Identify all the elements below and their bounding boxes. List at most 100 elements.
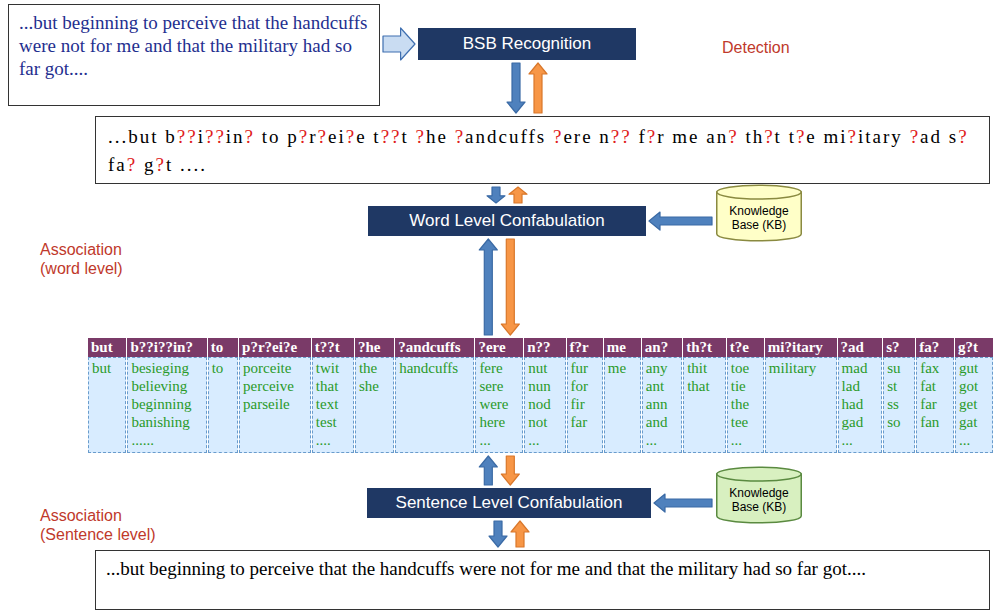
process-box: BSB Recognition xyxy=(418,28,636,60)
node-text: Knowledge Base (KB) xyxy=(721,204,797,233)
block-arrow xyxy=(501,456,519,485)
column-header: ?ere xyxy=(475,338,523,357)
candidate-word: twit xyxy=(316,359,350,377)
candidate-list: sustssso xyxy=(883,357,915,453)
candidate-list: thitthat xyxy=(683,357,726,453)
stage-label: Detection xyxy=(722,38,842,57)
candidate-column: p?r?ei?eporceiteperceiveparseile xyxy=(239,338,311,453)
column-header: mi?itary xyxy=(765,338,837,357)
candidate-word: ss xyxy=(887,395,911,413)
column-header: an? xyxy=(642,338,682,357)
candidate-word: ... xyxy=(479,431,519,449)
column-header: b??i??in? xyxy=(127,338,206,357)
column-header: t??t xyxy=(312,338,354,357)
candidate-word: mad xyxy=(842,359,879,377)
candidate-word: fat xyxy=(920,377,950,395)
block-arrow xyxy=(507,63,525,113)
candidate-list: but xyxy=(88,357,126,453)
node-text: Word Level Confabulation xyxy=(409,211,604,231)
candidate-word: had xyxy=(842,395,879,413)
candidate-word: the xyxy=(731,395,760,413)
candidate-word: sere xyxy=(479,377,519,395)
block-arrow xyxy=(489,521,507,547)
candidate-word: st xyxy=(887,377,911,395)
candidate-list: toetiethetee... xyxy=(727,357,764,453)
candidate-column: th?tthitthat xyxy=(683,338,726,453)
candidate-word: fere xyxy=(479,359,519,377)
block-arrow xyxy=(383,28,415,60)
candidate-column: b??i??in?besiegingbelievingbeginningbani… xyxy=(127,338,206,453)
column-header: th?t xyxy=(683,338,726,357)
candidate-word: ... xyxy=(646,431,678,449)
candidate-column: ?andcuffs handcuffs xyxy=(395,338,474,453)
candidate-word: and xyxy=(646,413,678,431)
candidate-word: that xyxy=(687,377,722,395)
candidate-word: text xyxy=(316,395,350,413)
candidate-column: toto xyxy=(208,338,238,453)
output-text-box: ...but beginning to perceive that the ha… xyxy=(95,550,990,610)
candidate-word: porceite xyxy=(243,359,307,377)
recognized-text-box: ...but b??i??in? to p?r?ei?e t??t ?he ?a… xyxy=(95,116,990,184)
candidate-word: ... xyxy=(528,431,561,449)
block-arrow xyxy=(487,187,505,203)
candidate-word: military xyxy=(769,359,833,377)
process-box: Sentence Level Confabulation xyxy=(367,488,651,518)
candidate-word: .... xyxy=(316,431,350,449)
candidate-word: the xyxy=(359,359,390,377)
candidate-word: besieging xyxy=(131,359,202,377)
candidate-list: faxfatfarfan xyxy=(916,357,954,453)
candidate-column: ?hetheshe xyxy=(355,338,394,453)
candidate-word: fur xyxy=(571,359,599,377)
candidate-word: parseile xyxy=(243,395,307,413)
block-arrow xyxy=(479,456,497,485)
candidate-word: banishing xyxy=(131,413,202,431)
candidate-word: ... xyxy=(842,431,879,449)
block-arrow xyxy=(509,187,527,203)
column-header: ?andcuffs xyxy=(395,338,474,357)
column-header: fa? xyxy=(916,338,954,357)
candidate-word: ...... xyxy=(131,431,202,449)
candidate-word: get xyxy=(959,395,989,413)
candidate-word: gut xyxy=(959,359,989,377)
candidate-list: madladhadgad... xyxy=(838,357,883,453)
block-arrow xyxy=(501,239,519,335)
candidate-word: tee xyxy=(731,413,760,431)
column-header: n?? xyxy=(524,338,565,357)
candidate-word: fir xyxy=(571,395,599,413)
candidate-column: t??ttwitthattexttest.... xyxy=(312,338,354,453)
candidate-list: handcuffs xyxy=(395,357,474,453)
candidate-word: gat xyxy=(959,413,989,431)
knowledge-base-cylinder: Knowledge Base (KB) xyxy=(715,184,803,242)
candidate-word: not xyxy=(528,413,561,431)
candidate-column: ?admadladhadgad... xyxy=(838,338,883,453)
candidate-word: handcuffs xyxy=(399,359,470,377)
candidate-list: nutnunnodnot... xyxy=(524,357,565,453)
stage-label: Association (word level) xyxy=(40,240,150,278)
candidate-list: theshe xyxy=(355,357,394,453)
candidate-column: t?etoetiethetee... xyxy=(727,338,764,453)
node-text: BSB Recognition xyxy=(463,34,592,54)
candidate-column: an?anyantannand... xyxy=(642,338,682,453)
column-header: p?r?ei?e xyxy=(239,338,311,357)
candidate-word: to xyxy=(212,359,234,377)
candidate-word: nod xyxy=(528,395,561,413)
candidate-column: f?r furforfirfar xyxy=(567,338,603,453)
candidate-word: for xyxy=(571,377,599,395)
column-header: s? xyxy=(883,338,915,357)
candidate-list: twitthattexttest.... xyxy=(312,357,354,453)
candidate-word: that xyxy=(316,377,350,395)
candidate-word: nut xyxy=(528,359,561,377)
column-header: ?ad xyxy=(838,338,883,357)
candidate-word: far xyxy=(571,413,599,431)
candidate-column: fa?faxfatfarfan xyxy=(916,338,954,453)
column-header: but xyxy=(88,338,126,357)
candidate-word: far xyxy=(920,395,950,413)
candidate-word: tie xyxy=(731,377,760,395)
column-header: me xyxy=(604,338,641,357)
candidate-word: nun xyxy=(528,377,561,395)
candidate-list: besiegingbelievingbeginningbanishing....… xyxy=(127,357,206,453)
candidate-word: so xyxy=(887,413,911,431)
candidate-word: me xyxy=(608,359,637,377)
column-header: f?r xyxy=(567,338,603,357)
candidate-column: me me xyxy=(604,338,641,453)
